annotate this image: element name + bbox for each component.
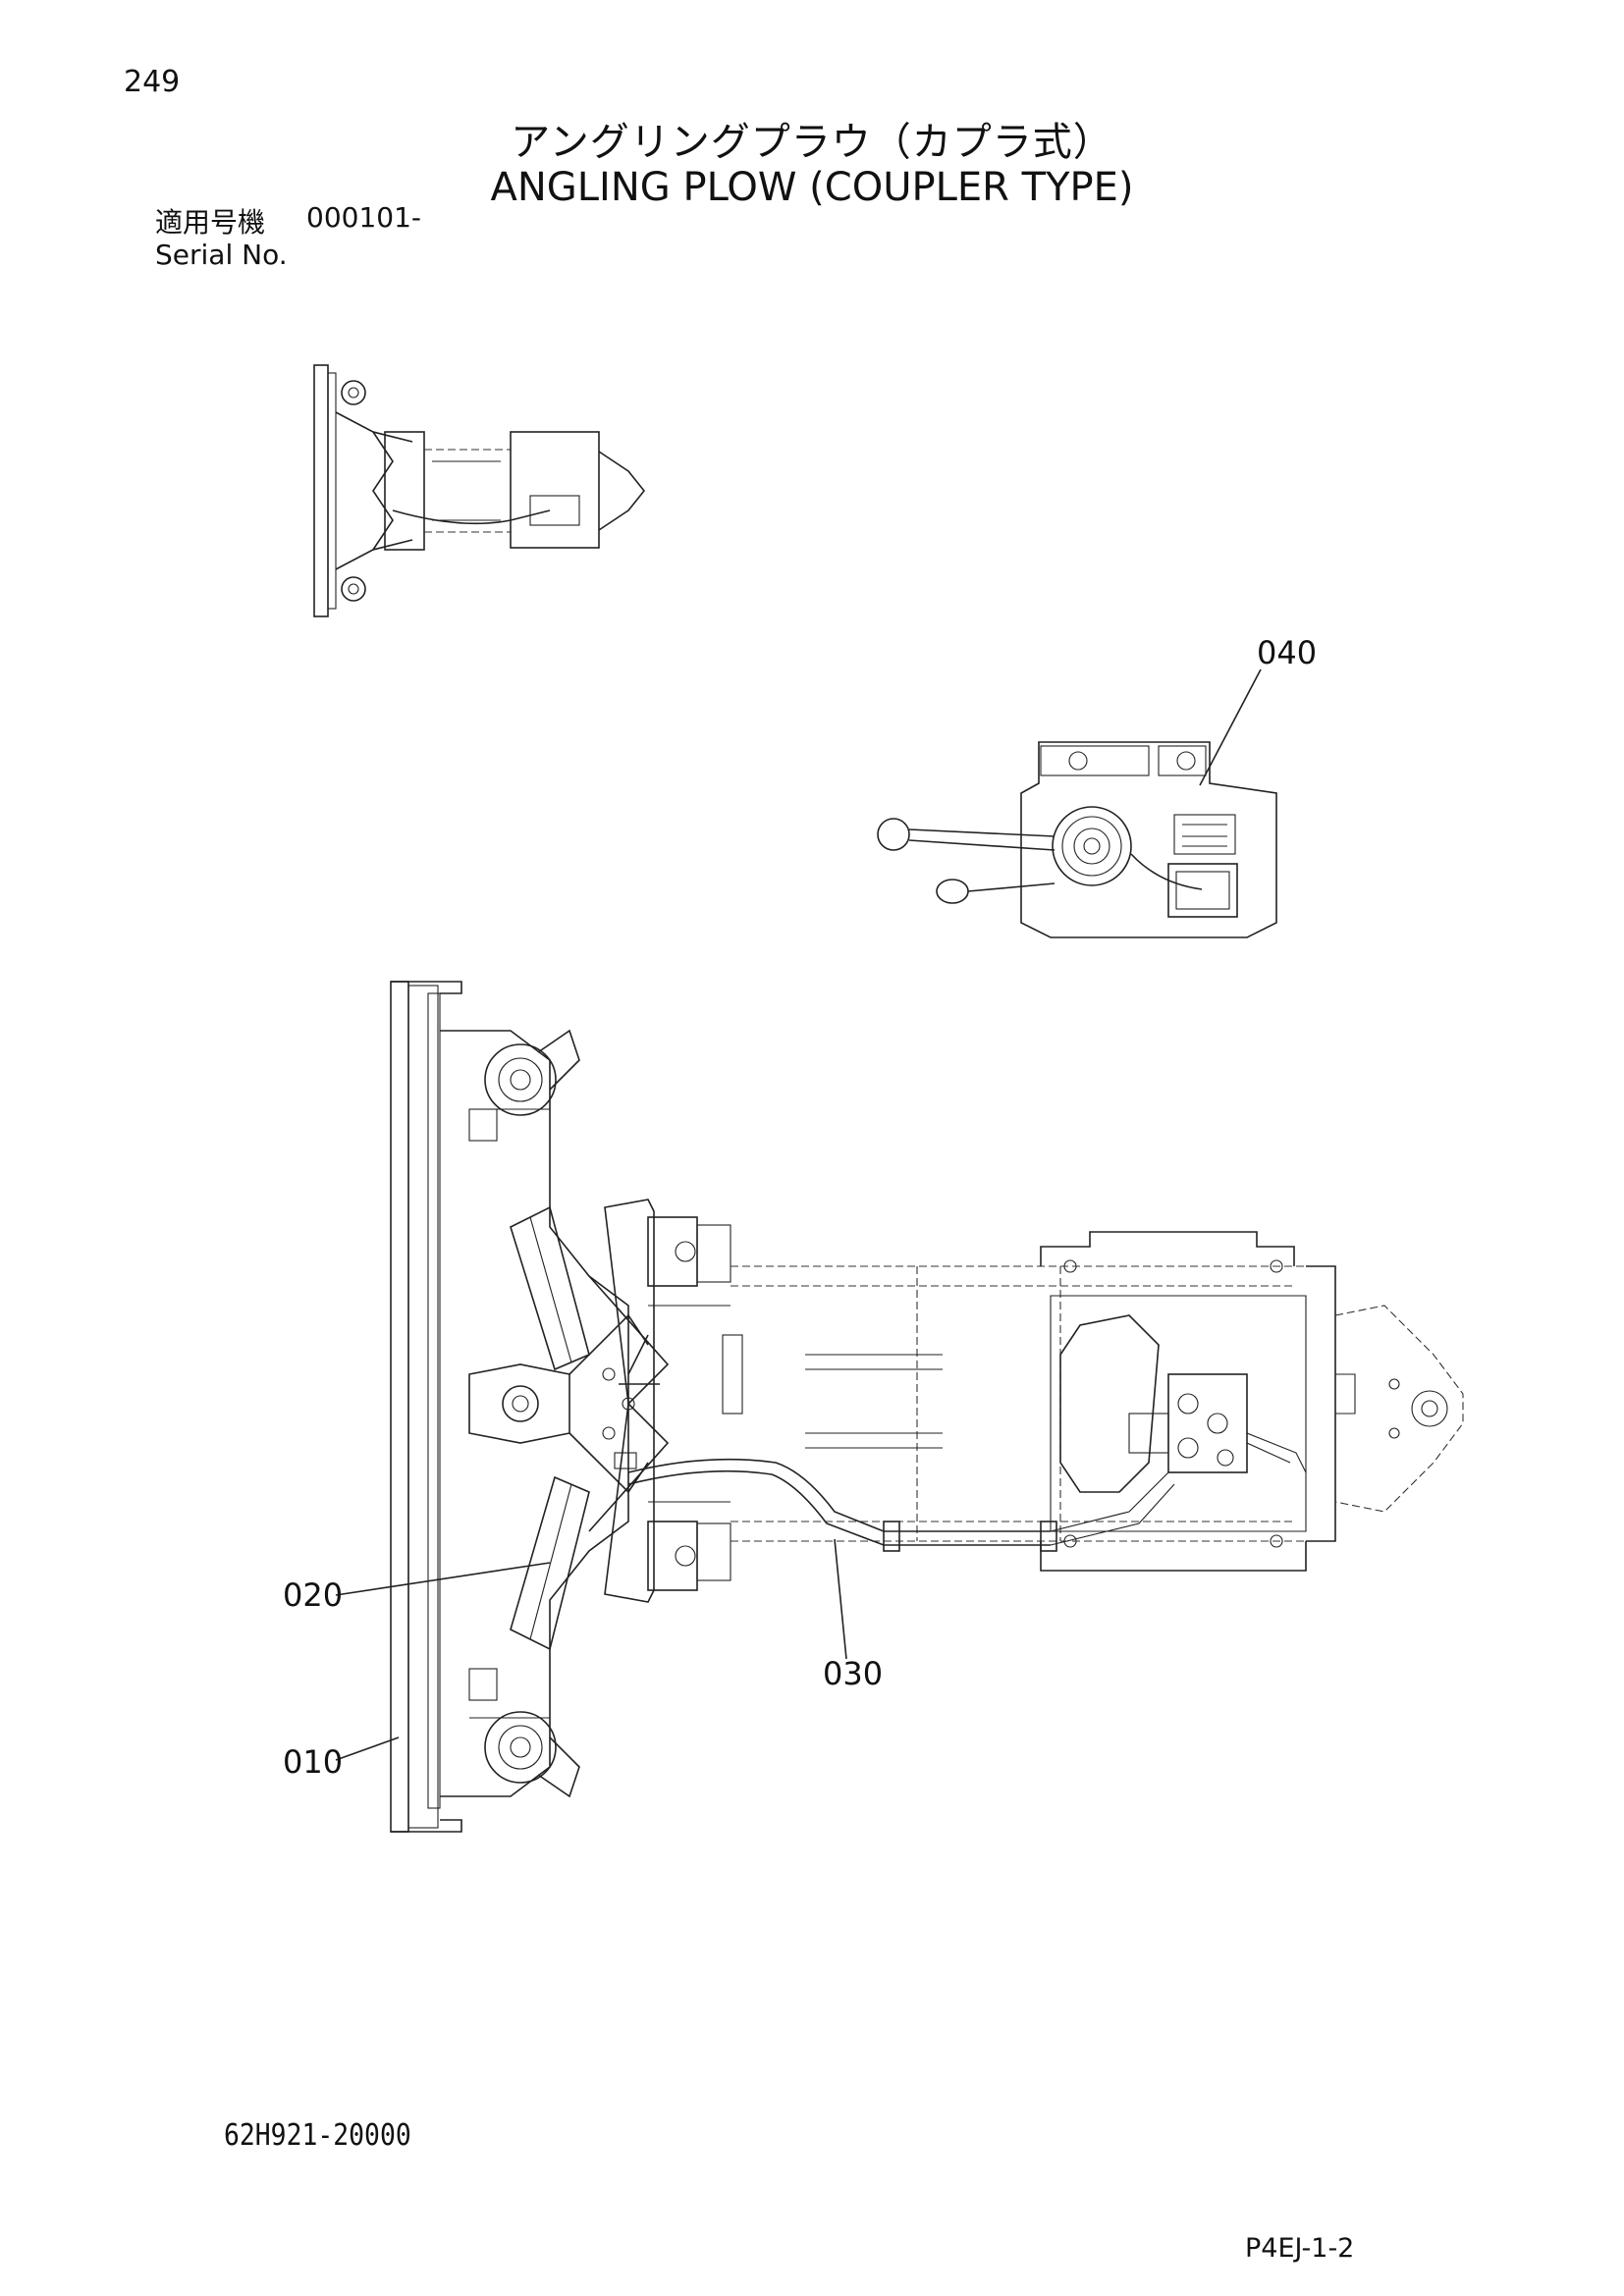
page-title-japanese: アングリングプラウ（カプラ式） [511,120,1113,165]
callout-label-010: 010 [283,1743,343,1781]
page-number: 249 [124,65,181,99]
callout-label-020: 020 [283,1576,343,1614]
leader-010 [335,1736,400,1761]
main-plow-drawing [335,981,1464,1833]
leader-020 [335,1562,551,1596]
callout-label-030: 030 [823,1655,883,1692]
serial-label-japanese: 適用号機 [155,206,266,239]
leader-040 [1199,668,1262,786]
page-title-english: ANGLING PLOW (COUPLER TYPE) [490,165,1134,210]
page-code: P4EJ-1-2 [1245,2233,1355,2264]
serial-number-value: 000101- [306,201,421,234]
overview-drawing [313,364,646,617]
leader-030 [834,1538,847,1660]
control-lever-detail [877,668,1277,938]
callout-label-040: 040 [1257,634,1317,671]
drawing-number: 62H921-20000 [224,2118,411,2153]
serial-label-english: Serial No. [155,239,288,271]
